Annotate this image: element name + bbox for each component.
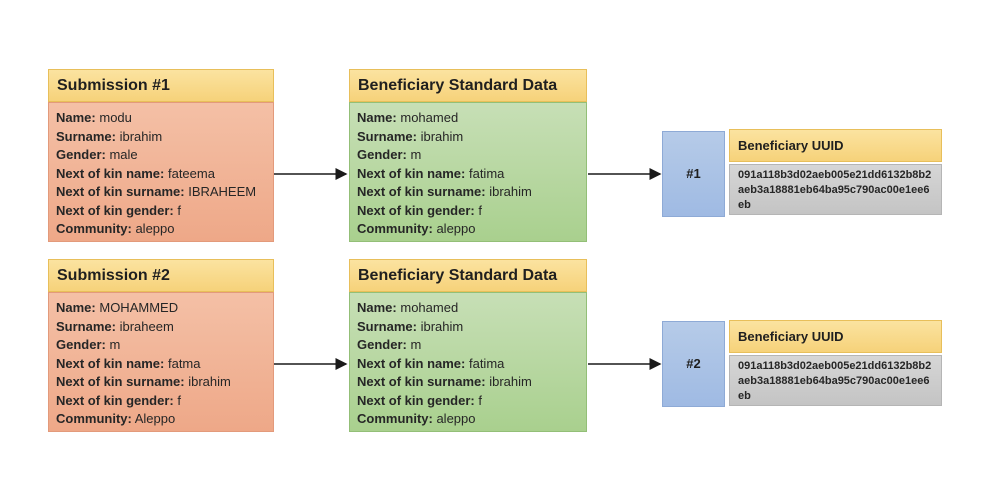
field-row: Next of kin surname: ibrahim (357, 184, 532, 199)
uuid-2-header: Beneficiary UUID (729, 320, 942, 353)
uuid-2-value: 091a118b3d02aeb005e21dd6132b8b2aeb3a1888… (729, 355, 942, 406)
submission-1-fields: Name: modu Surname: ibrahim Gender: male… (48, 102, 274, 242)
field-row: Next of kin surname: ibrahim (357, 374, 532, 389)
field-row: Next of kin gender: f (357, 202, 482, 218)
field-row: Name: MOHAMMED (56, 300, 179, 315)
submission-1-header: Submission #1 (48, 69, 274, 102)
standard-data-2-fields: Name: mohamed Surname: ibrahim Gender: m… (349, 292, 587, 432)
field-row: Surname: ibrahim (357, 318, 464, 334)
field-row: Surname: ibraheem (56, 318, 174, 334)
field-row: Next of kin name: fatima (357, 165, 505, 181)
field-row: Community: aleppo (357, 221, 476, 236)
standard-data-1-header: Beneficiary Standard Data (349, 69, 587, 102)
field-row: Gender: m (56, 337, 121, 352)
field-row: Next of kin surname: IBRAHEEM (56, 184, 257, 199)
field-row: Next of kin gender: f (56, 202, 181, 218)
field-row: Next of kin name: fateema (56, 165, 215, 181)
field-row: Gender: male (56, 147, 138, 162)
field-row: Name: mohamed (357, 300, 459, 315)
field-row: Next of kin surname: ibrahim (56, 374, 231, 389)
submission-2-header: Submission #2 (48, 259, 274, 292)
field-row: Name: mohamed (357, 110, 459, 125)
field-row: Next of kin gender: f (357, 392, 482, 408)
field-row: Name: modu (56, 110, 132, 125)
field-row: Next of kin name: fatma (56, 355, 201, 371)
submission-2-fields: Name: MOHAMMED Surname: ibraheem Gender:… (48, 292, 274, 432)
field-row: Next of kin name: fatima (357, 355, 505, 371)
beneficiary-id-2: #2 (662, 321, 725, 407)
field-row: Gender: m (357, 147, 422, 162)
field-row: Community: aleppo (56, 221, 175, 236)
field-row: Surname: ibrahim (56, 128, 163, 144)
field-row: Community: Aleppo (56, 411, 176, 426)
uuid-1-header: Beneficiary UUID (729, 129, 942, 162)
standard-data-2-header: Beneficiary Standard Data (349, 259, 587, 292)
uuid-1-value: 091a118b3d02aeb005e21dd6132b8b2aeb3a1888… (729, 164, 942, 215)
beneficiary-id-1: #1 (662, 131, 725, 217)
field-row: Gender: m (357, 337, 422, 352)
standard-data-1-fields: Name: mohamed Surname: ibrahim Gender: m… (349, 102, 587, 242)
field-row: Surname: ibrahim (357, 128, 464, 144)
field-row: Next of kin gender: f (56, 392, 181, 408)
field-row: Community: aleppo (357, 411, 476, 426)
